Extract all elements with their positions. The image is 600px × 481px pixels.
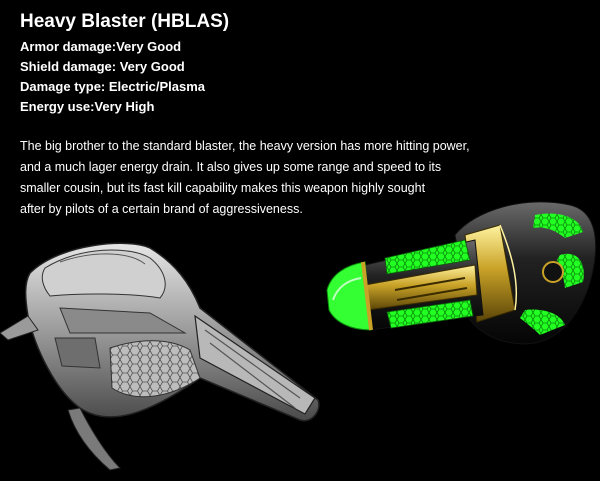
blaster-concept-sketch [0, 242, 320, 471]
weapon-title: Heavy Blaster (HBLAS) [20, 11, 230, 32]
stat-energy-use: Energy use:Very High [20, 99, 155, 114]
description-line: and a much lager energy drain. It also g… [20, 160, 442, 174]
stat-damage-type: Damage type: Electric/Plasma [20, 79, 205, 94]
stat-armor-damage: Armor damage:Very Good [20, 39, 182, 54]
description-line: after by pilots of a certain brand of ag… [20, 202, 303, 216]
stat-shield-damage: Shield damage: Very Good [20, 59, 185, 74]
description-line: The big brother to the standard blaster,… [20, 139, 470, 153]
description-line: smaller cousin, but its fast kill capabi… [20, 181, 426, 195]
blaster-render-image [326, 201, 597, 345]
